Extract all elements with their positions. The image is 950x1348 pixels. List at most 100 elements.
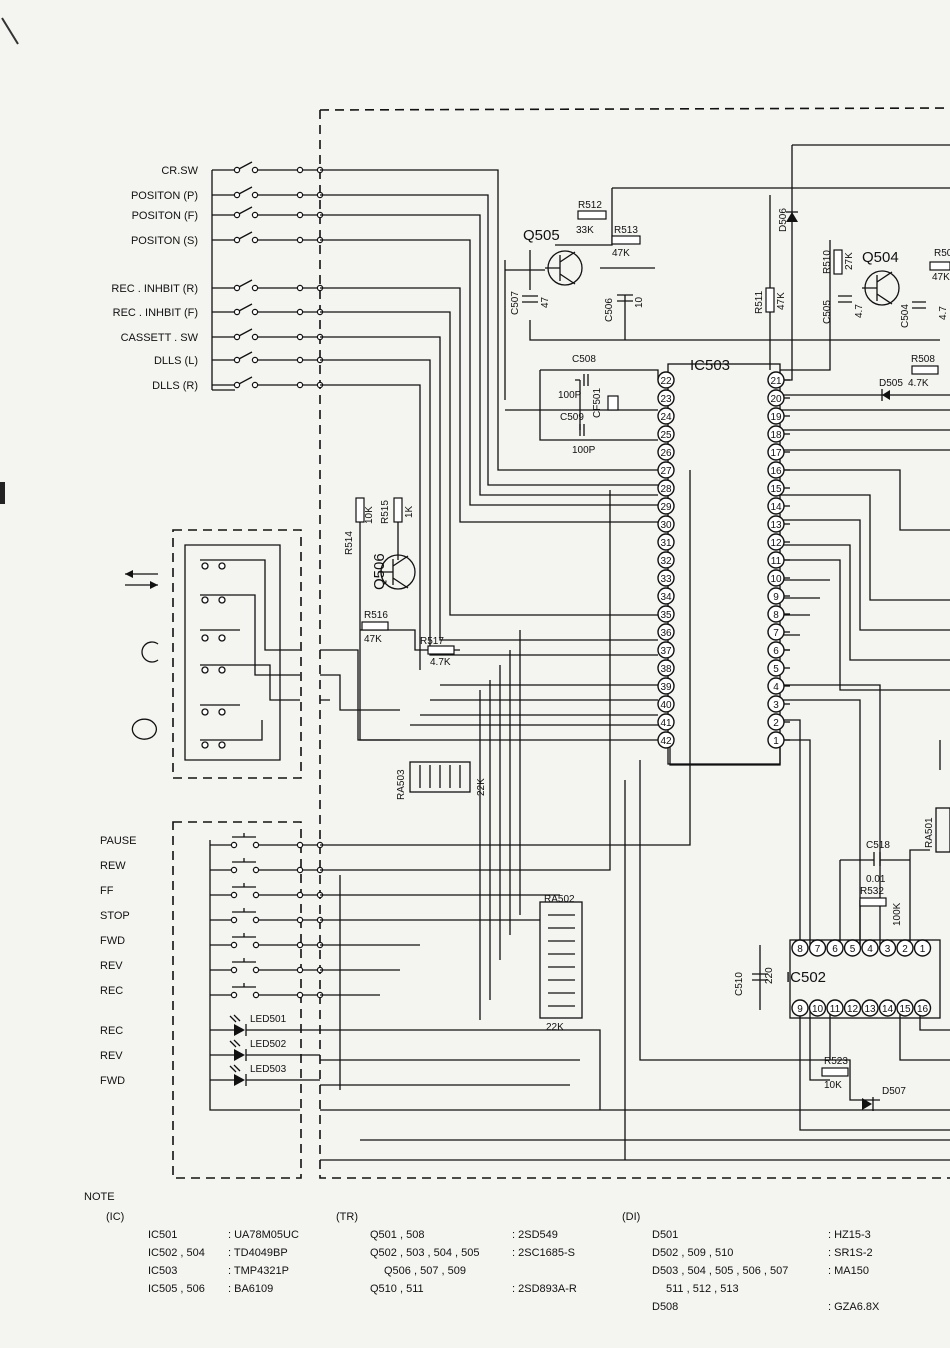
q505-label: Q505	[523, 227, 560, 244]
note-ref: IC501	[148, 1229, 177, 1241]
note-value: : SR1S-2	[828, 1247, 873, 1259]
led-label: REC	[100, 1025, 123, 1037]
ic502-pin-15: 15	[896, 999, 914, 1017]
pin-number: 4	[773, 682, 779, 693]
capacitor-c510: C510 220	[734, 967, 775, 996]
resistor-array-ra503: RA503 22K	[396, 761, 487, 800]
input-label: REC . INHBIT (F)	[113, 307, 198, 319]
ic503-pin-22: 22	[657, 371, 675, 389]
ic502-label: IC502	[786, 969, 826, 986]
key-switch-4: STOP	[100, 908, 324, 924]
parts-note: NOTE (IC) (TR) (DI) IC501: UA78M05UCIC50…	[84, 1191, 880, 1313]
note-ic-heading: (IC)	[106, 1211, 124, 1223]
ic503-pin-11: 11	[767, 551, 790, 569]
pin-number: 16	[917, 1004, 929, 1015]
note-ref: IC503	[148, 1265, 177, 1277]
capacitor-c518: C518 0.01	[840, 840, 910, 885]
c507-label: C507	[510, 291, 521, 315]
pin-number: 26	[660, 448, 672, 459]
ic502-pin-14: 14	[878, 999, 897, 1017]
resistor-r514: R514 10K	[344, 497, 375, 555]
ic502-pin-2: 2	[896, 939, 914, 957]
resistor-r513: R513 47K	[611, 225, 641, 259]
pin-number: 14	[770, 502, 782, 513]
pin-number: 17	[770, 448, 782, 459]
c505-label: C505	[822, 300, 833, 324]
ic503-pin-8: 8	[767, 605, 790, 623]
ic502-body	[789, 939, 941, 1019]
pin-number: 38	[660, 664, 672, 675]
ic503-pin-33: 33	[657, 569, 675, 587]
pin-number: 8	[797, 944, 803, 955]
resistor-r510: R510 27K	[822, 249, 855, 275]
ic503-pin-34: 34	[657, 587, 675, 605]
note-row: D503 , 504 , 505 , 506 , 507: MA150	[652, 1265, 869, 1277]
pin-number: 5	[773, 664, 779, 675]
ic503-pin-9: 9	[767, 587, 790, 605]
key-label: REC	[100, 985, 123, 997]
note-tr-heading: (TR)	[336, 1211, 358, 1223]
resistor-r532: R532 100K	[859, 886, 903, 926]
pin-number: 5	[850, 944, 856, 955]
input-label: CASSETT . SW	[121, 332, 199, 344]
r516-value: 47K	[364, 634, 382, 645]
ic503-pin-35: 35	[657, 605, 675, 623]
pin-number: 20	[770, 394, 782, 405]
pin-number: 24	[660, 412, 672, 423]
pin-number: 6	[832, 944, 838, 955]
pin-number: 9	[773, 592, 779, 603]
input-switch-2: POSITON (P)	[131, 186, 324, 202]
input-switch-5: REC . INHBIT (R)	[111, 279, 324, 295]
q505-transistor: Q505	[523, 227, 583, 286]
note-ref: IC505 , 506	[148, 1283, 205, 1295]
board-wiring	[320, 144, 950, 1160]
note-value: : 2SD549	[512, 1229, 558, 1241]
r511-value: 47K	[776, 292, 787, 310]
ic503-pin-36: 36	[657, 623, 675, 641]
c505-value: 4.7	[854, 304, 865, 318]
ic503-pin-5: 5	[767, 659, 790, 677]
r515-label: R515	[380, 500, 391, 524]
note-ref: D501	[652, 1229, 678, 1241]
pin-number: 4	[867, 944, 873, 955]
ic503-pin-25: 25	[657, 425, 675, 443]
ic503-pin-12: 12	[767, 533, 790, 551]
ic503-pin-31: 31	[657, 533, 675, 551]
pin-number: 30	[660, 520, 672, 531]
ic503-pin-21: 21	[767, 371, 790, 389]
capacitor-c508: C508 100P	[558, 354, 596, 401]
r508-label: R508	[911, 354, 935, 365]
led-ref: LED503	[250, 1064, 287, 1075]
ic503-pin-41: 41	[657, 713, 675, 731]
input-switch-6: REC . INHBIT (F)	[113, 303, 324, 319]
pin-number: 33	[660, 574, 672, 585]
note-value: : UA78M05UC	[228, 1229, 299, 1241]
r517-label: R517	[420, 636, 444, 647]
diode-d507: D507	[862, 1086, 906, 1111]
c509-label: C509	[560, 412, 584, 423]
pin-number: 9	[797, 1004, 803, 1015]
r510-value: 27K	[844, 252, 855, 270]
ic502-pin-9: 9	[791, 999, 809, 1017]
ra503-label: RA503	[396, 769, 407, 800]
key-label: REV	[100, 960, 123, 972]
input-switch-1: CR.SW	[161, 161, 324, 177]
r515-value: 1K	[404, 505, 415, 518]
key-switch-2: REW	[100, 858, 324, 874]
key-label: STOP	[100, 910, 130, 922]
key-common-wire	[209, 840, 300, 1111]
pin-number: 36	[660, 628, 672, 639]
pin-number: 29	[660, 502, 672, 513]
note-row: Q510 , 511: 2SD893A-R	[370, 1283, 577, 1295]
mode-switch-panel	[125, 544, 300, 761]
pin-number: 10	[812, 1004, 824, 1015]
ic503-pin-32: 32	[657, 551, 675, 569]
pin-number: 13	[770, 520, 782, 531]
note-ref: Q506 , 507 , 509	[384, 1265, 466, 1277]
crystal-cf501: CF501	[592, 388, 619, 418]
